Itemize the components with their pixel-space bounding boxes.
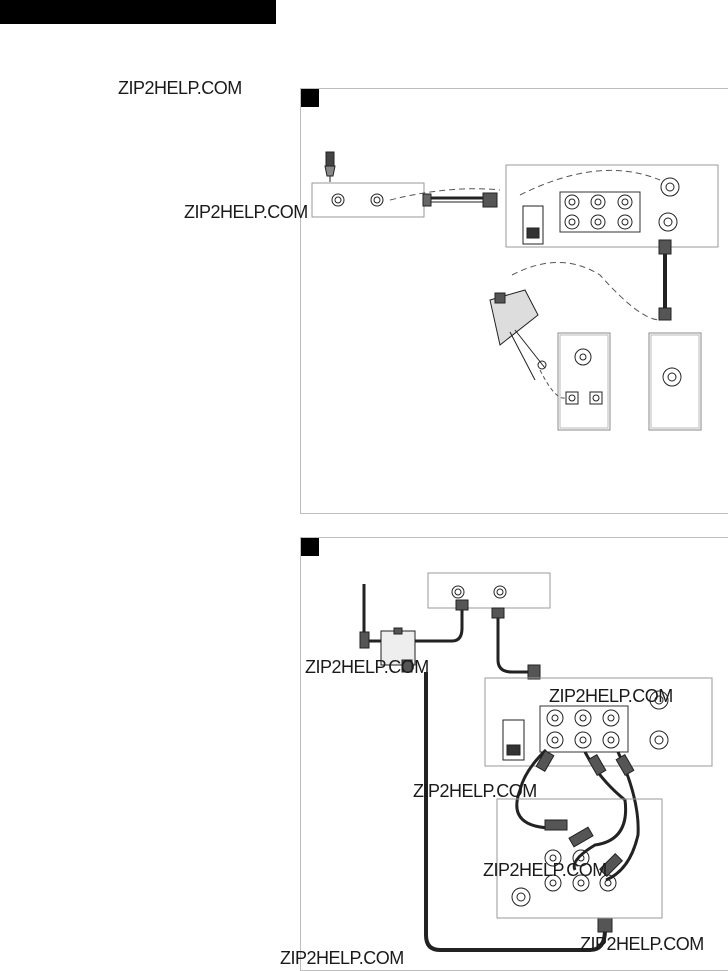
vcr-back-panel [496, 798, 663, 919]
watermark-text: ZIP2HELP.COM [580, 934, 704, 954]
watermark-text: ZIP2HELP.COM [280, 948, 404, 968]
cable-adapter-icon [489, 289, 547, 381]
wall-plate-2 [648, 332, 702, 431]
watermark-text: ZIP2HELP.COM [118, 78, 242, 98]
figure-2-marker [301, 538, 319, 556]
splitter-icon [369, 627, 432, 673]
watermark-text: ZIP2HELP.COM [483, 860, 607, 880]
watermark-text: ZIP2HELP.COM [413, 781, 537, 801]
tv-back-panel [505, 164, 719, 248]
antenna-plug-icon [324, 151, 336, 182]
header-bar [0, 0, 276, 24]
figure-1-marker [301, 89, 319, 107]
wall-plate-1 [557, 332, 611, 431]
watermark-text: ZIP2HELP.COM [549, 686, 673, 706]
watermark-text: ZIP2HELP.COM [305, 657, 429, 677]
watermark-text: ZIP2HELP.COM [184, 202, 308, 222]
source-panel [427, 572, 551, 609]
antenna-plug-icon [359, 584, 370, 649]
